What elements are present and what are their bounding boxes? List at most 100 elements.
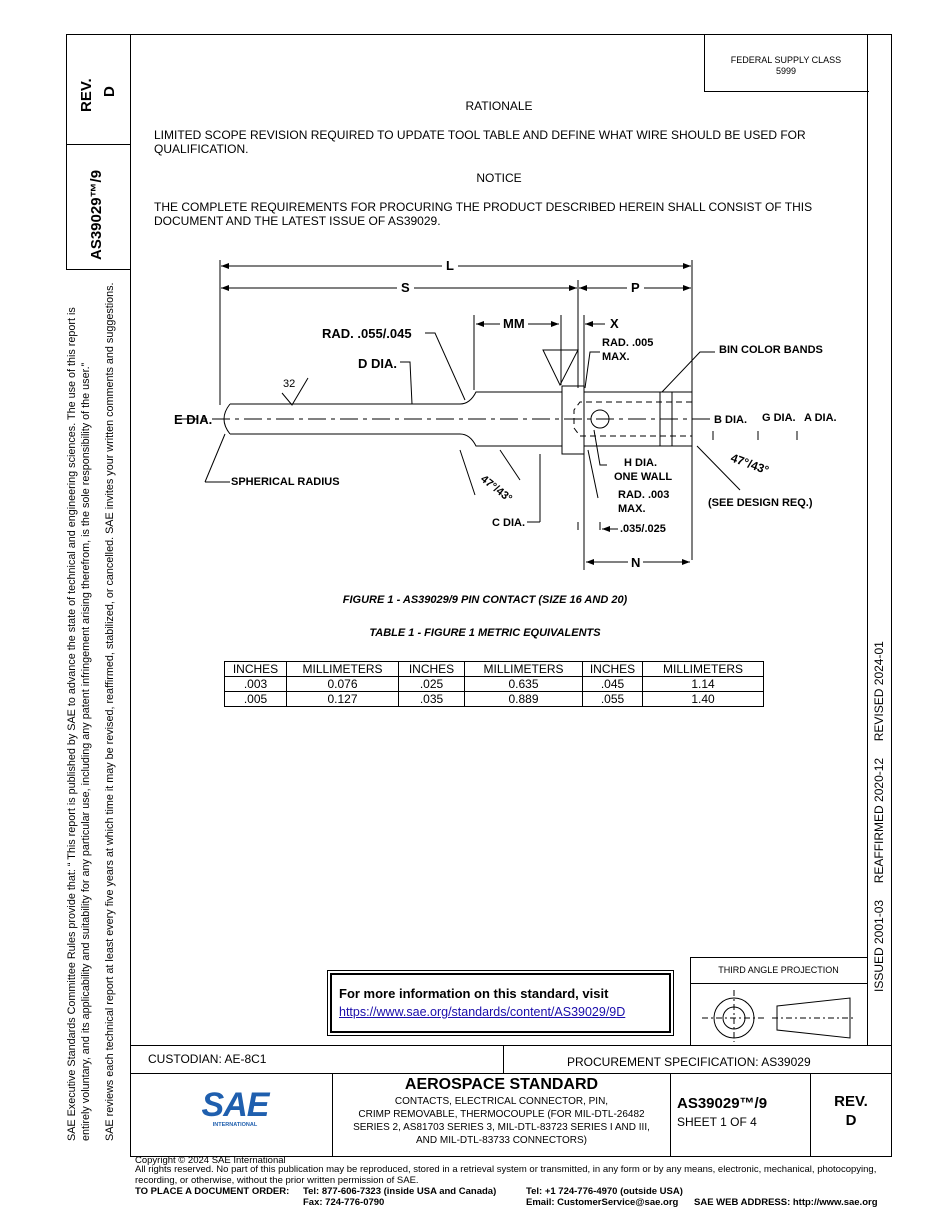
desc-line-2: CRIMP REMOVABLE, THERMOCOUPLE (FOR MIL-D… (358, 1109, 645, 1120)
info-box-title: For more information on this standard, v… (339, 986, 609, 1001)
footer-rights-1: All rights reserved. No part of this pub… (135, 1164, 877, 1175)
label-rad-003: RAD. .003 (618, 489, 670, 501)
table-cell: 1.40 (642, 691, 764, 707)
desc-line-1: CONTACTS, ELECTRICAL CONNECTOR, PIN, (394, 1096, 609, 1107)
figure-caption: FIGURE 1 - AS39029/9 PIN CONTACT (SIZE 1… (342, 594, 628, 606)
label-one-wall: ONE WALL (614, 471, 673, 483)
footer-copyright: Copyright © 2024 SAE International (135, 1155, 286, 1166)
footer-rights-2: recording, or otherwise, without the pri… (135, 1175, 419, 1186)
footer-web[interactable]: SAE WEB ADDRESS: http://www.sae.org (694, 1197, 878, 1208)
fsc-label: FEDERAL SUPPLY CLASS (730, 55, 842, 65)
table-header: INCHES (398, 661, 465, 677)
table-cell: .045 (582, 676, 643, 692)
info-box (327, 970, 674, 1036)
projection-box (690, 957, 868, 1046)
notice-title: NOTICE (476, 171, 522, 185)
footer-fax: Fax: 724-776-0790 (303, 1197, 385, 1208)
table-cell: .025 (398, 676, 465, 692)
table-cell: 0.635 (464, 676, 583, 692)
tb-div1 (503, 1045, 504, 1073)
side-dates: ISSUED 2001-03 REAFFIRMED 2020-12 REVISE… (872, 641, 886, 992)
label-c-dia: C DIA. (492, 517, 525, 529)
label-g-dia: G DIA. (762, 412, 796, 424)
label-h-dia: H DIA. (624, 457, 657, 469)
dim-s: S (397, 280, 414, 295)
projection-divider (690, 983, 867, 984)
label-rad-055: RAD. .055/.045 (322, 326, 412, 341)
tb-rev-value: D (845, 1112, 857, 1129)
label-b-dia: B DIA. (714, 414, 747, 426)
table-cell: .035 (398, 691, 465, 707)
table-cell: .005 (224, 691, 287, 707)
sae-logo: SAE INTERNATIONAL (195, 1088, 275, 1128)
sae-logo-sub: INTERNATIONAL (212, 1122, 258, 1128)
label-e-dia: E DIA. (174, 412, 213, 427)
frame-bottom (130, 1156, 892, 1157)
frame-inner-left (130, 34, 131, 1157)
label-rad-003-max: MAX. (618, 503, 646, 515)
label-a-dia: A DIA. (804, 412, 837, 424)
custodian: CUSTODIAN: AE-8C1 (148, 1052, 267, 1066)
third-angle-projection-icon (702, 990, 856, 1042)
rationale-text: LIMITED SCOPE REVISION REQUIRED TO UPDAT… (154, 128, 806, 156)
notice-text: THE COMPLETE REQUIREMENTS FOR PROCURING … (154, 200, 813, 228)
standard-title: AEROSPACE STANDARD (404, 1076, 599, 1093)
table-header: MILLIMETERS (642, 661, 764, 677)
frame-top (66, 34, 892, 35)
frame-right (891, 34, 892, 1157)
projection-label: THIRD ANGLE PROJECTION (718, 965, 839, 975)
frame-left (66, 34, 67, 270)
footer-order-label: TO PLACE A DOCUMENT ORDER: (135, 1186, 290, 1197)
table-row: .005 0.127 .035 0.889 .055 1.40 (224, 691, 764, 707)
rationale-title: RATIONALE (465, 99, 533, 113)
standard-link[interactable]: https://www.sae.org/standards/content/AS… (339, 1005, 626, 1019)
tb-rev-label: REV. (834, 1093, 868, 1110)
table-cell: 0.127 (286, 691, 399, 707)
table-header-row: INCHES MILLIMETERS INCHES MILLIMETERS IN… (224, 661, 764, 677)
table-header: INCHES (582, 661, 643, 677)
tb-top (130, 1045, 892, 1046)
footer-tel-2: Tel: +1 724-776-4970 (outside USA) (526, 1186, 683, 1197)
table-caption: TABLE 1 - FIGURE 1 METRIC EQUIVALENTS (369, 627, 601, 639)
label-wall: .035/.025 (620, 523, 666, 535)
desc-line-4: AND MIL-DTL-83733 CONNECTORS) (416, 1135, 587, 1146)
procurement-spec: PROCUREMENT SPECIFICATION: AS39029 (567, 1055, 811, 1069)
table-header: MILLIMETERS (464, 661, 583, 677)
label-bin-color: BIN COLOR BANDS (719, 344, 823, 356)
fsc-value: 5999 (775, 66, 797, 76)
label-finish: 32 (283, 378, 296, 390)
tb-doc-number: AS39029™/9 (677, 1095, 768, 1112)
label-see-design: (SEE DESIGN REQ.) (708, 497, 813, 509)
dim-x: X (610, 316, 619, 331)
desc-line-3: SERIES 2, AS81703 SERIES 3, MIL-DTL-8372… (353, 1122, 650, 1133)
label-rad-005-max: MAX. (602, 351, 630, 363)
table-cell: .003 (224, 676, 287, 692)
table-header: INCHES (224, 661, 287, 677)
dim-l: L (442, 258, 458, 273)
frame-date-strip (867, 34, 868, 1045)
table-cell: 0.076 (286, 676, 399, 692)
table-cell: 0.889 (464, 691, 583, 707)
footer-tel-1: Tel: 877-606-7323 (inside USA and Canada… (303, 1186, 497, 1197)
label-d-dia: D DIA. (358, 356, 397, 371)
side-box-divider1 (66, 144, 130, 145)
side-box-divider2 (66, 269, 130, 270)
footer-email[interactable]: Email: CustomerService@sae.org (526, 1197, 679, 1208)
tb-sheet: SHEET 1 OF 4 (677, 1115, 757, 1129)
table-cell: 1.14 (642, 676, 764, 692)
label-rad-005: RAD. .005 (602, 337, 654, 349)
dim-n: N (628, 555, 644, 570)
tb-mid (130, 1073, 892, 1074)
tb-div3 (670, 1073, 671, 1156)
fsc-box (704, 34, 869, 92)
dim-p: P (627, 280, 644, 295)
tb-div4 (810, 1073, 811, 1156)
tb-div2 (332, 1073, 333, 1156)
label-spherical-radius: SPHERICAL RADIUS (231, 476, 340, 488)
table-header: MILLIMETERS (286, 661, 399, 677)
table-cell: .055 (582, 691, 643, 707)
table-row: .003 0.076 .025 0.635 .045 1.14 (224, 676, 764, 692)
metric-table: INCHES MILLIMETERS INCHES MILLIMETERS IN… (224, 661, 764, 707)
sae-logo-text: SAE (201, 1086, 270, 1124)
dim-mm: MM (500, 316, 528, 331)
